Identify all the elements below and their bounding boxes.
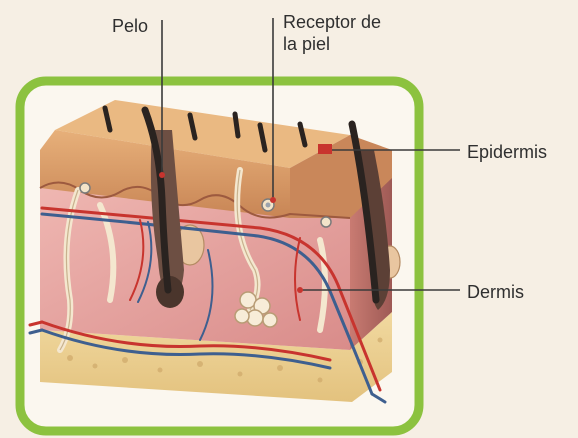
label-hair: Pelo	[112, 16, 148, 37]
label-dermis: Dermis	[467, 282, 524, 303]
label-skin-receptor-line2: la piel	[283, 34, 330, 55]
label-epidermis: Epidermis	[467, 142, 547, 163]
label-skin-receptor: Receptor de	[283, 12, 381, 33]
